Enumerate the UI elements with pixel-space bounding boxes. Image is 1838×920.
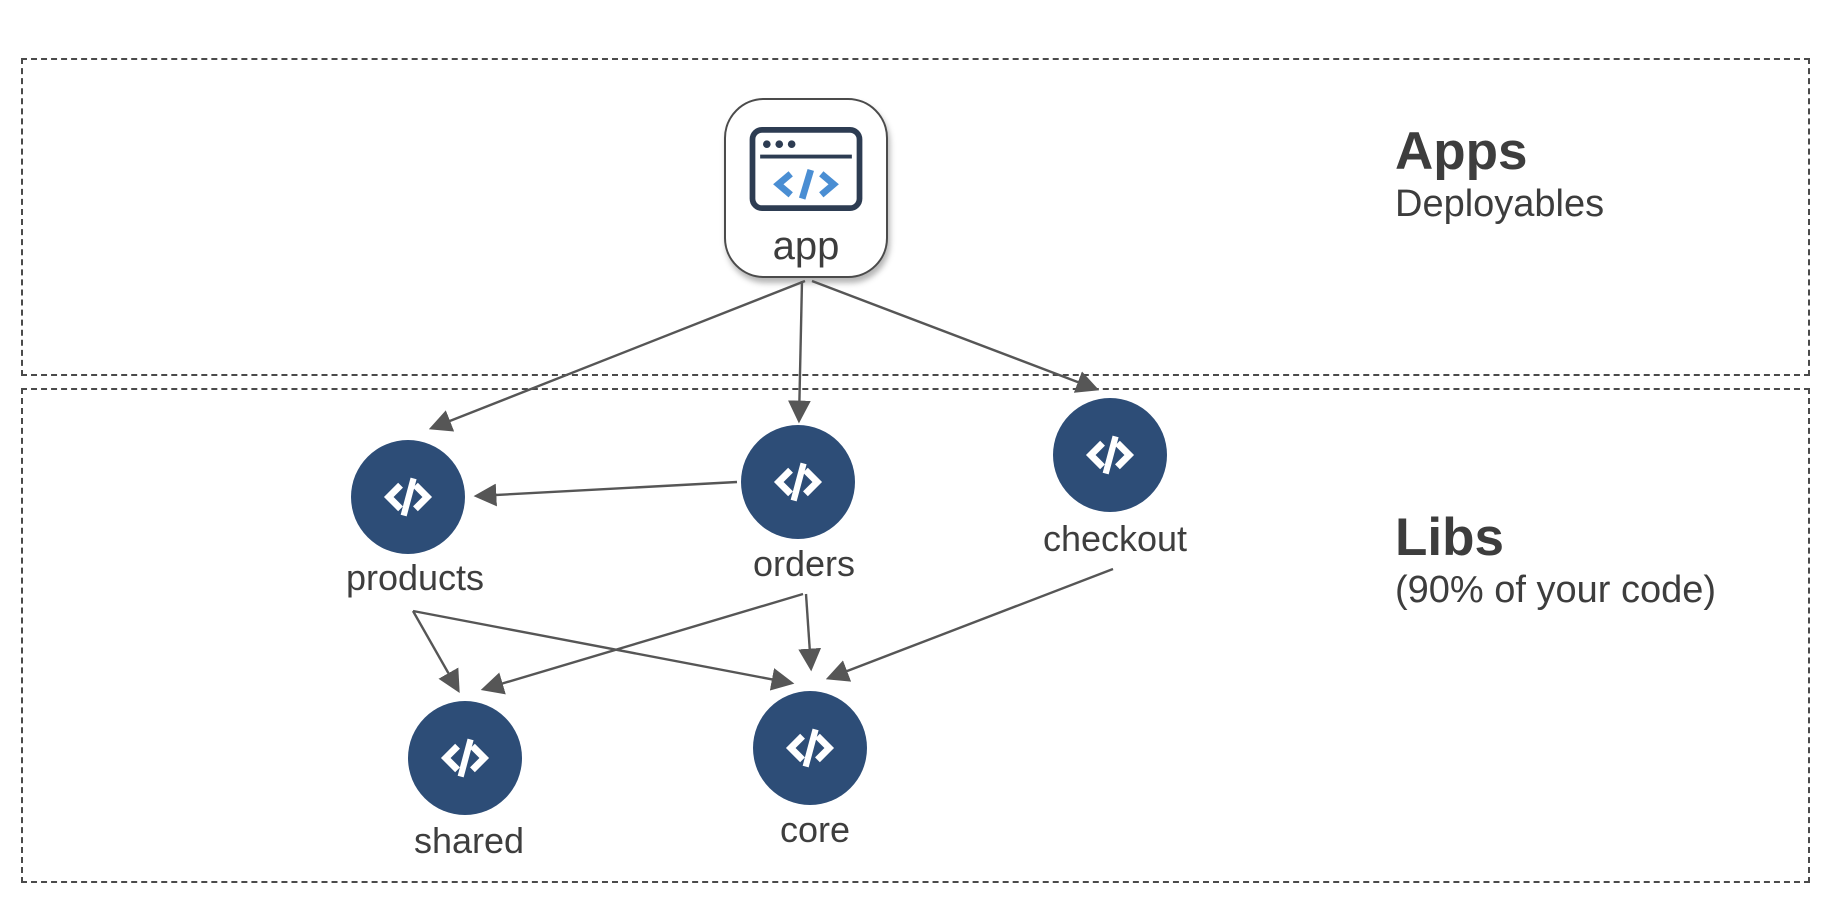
apps-section-label: Apps Deployables bbox=[1395, 122, 1604, 229]
code-icon bbox=[1085, 435, 1135, 475]
libs-section-label: Libs (90% of your code) bbox=[1395, 508, 1716, 615]
lib-node-core bbox=[753, 691, 867, 805]
apps-section-title: Apps bbox=[1395, 122, 1528, 181]
libs-section-subtitle: (90% of your code) bbox=[1395, 569, 1717, 612]
lib-node-products-label: products bbox=[345, 557, 485, 598]
app-node: app bbox=[724, 98, 888, 278]
lib-node-checkout bbox=[1053, 398, 1167, 512]
code-icon bbox=[785, 728, 835, 768]
libs-section-box bbox=[21, 388, 1810, 883]
lib-node-checkout-label: checkout bbox=[1042, 518, 1188, 559]
code-icon bbox=[440, 738, 490, 778]
lib-node-orders-label: orders bbox=[752, 543, 856, 584]
libs-section-title: Libs bbox=[1395, 508, 1504, 567]
lib-node-products bbox=[351, 440, 465, 554]
lib-node-core-label: core bbox=[779, 809, 851, 850]
browser-window-code-icon bbox=[749, 126, 863, 212]
apps-section-subtitle: Deployables bbox=[1395, 183, 1605, 226]
code-icon bbox=[383, 477, 433, 517]
app-node-label: app bbox=[772, 224, 840, 268]
code-icon bbox=[773, 462, 823, 502]
lib-node-orders bbox=[741, 425, 855, 539]
lib-node-shared-label: shared bbox=[413, 820, 525, 861]
lib-node-shared bbox=[408, 701, 522, 815]
